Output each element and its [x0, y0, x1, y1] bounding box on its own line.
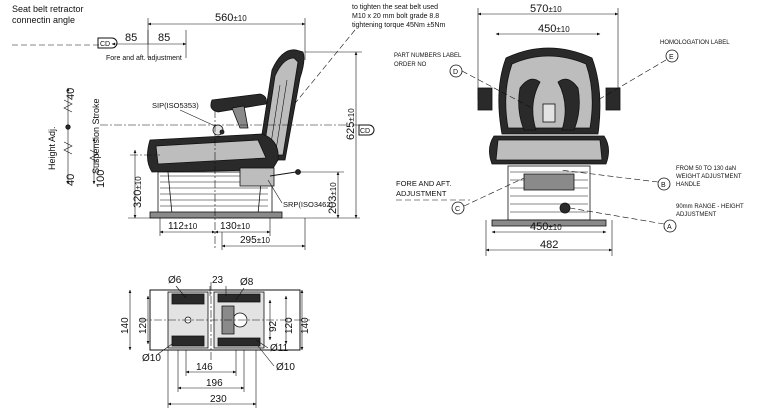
- base-mid-value: 130±10: [220, 221, 251, 232]
- depth-right-outer-value: 140: [300, 317, 311, 334]
- width-146-value: 146: [196, 362, 213, 373]
- depth-outer-value: 140: [120, 317, 131, 334]
- suspension-break: [89, 149, 99, 163]
- height-adj-bottom-value: 40: [65, 174, 77, 186]
- belt-note-line1: to tighten the seat belt used: [352, 4, 438, 11]
- slot-label: 23: [212, 275, 224, 286]
- cd-tag-left-text: CD: [100, 41, 110, 48]
- belt-note-line3: tightening torque 45Nm ±5Nm: [352, 22, 446, 29]
- srp-height-value: 203±10: [327, 182, 339, 214]
- callout-b-text3: HANDLE: [676, 182, 700, 188]
- hole-10b-leader: [257, 345, 275, 367]
- left-armrest: [477, 87, 493, 111]
- hole-small-leader: [175, 285, 187, 299]
- height-adj-break: [63, 99, 73, 155]
- cd-tag-right-text: CD: [360, 128, 370, 135]
- seat-backrest: [257, 49, 305, 161]
- callout-a-text1: 90mm RANGE - HEIGHT: [676, 204, 744, 210]
- base-plan-view: Ø6 23 Ø8 140 120 92 120 140 Ø10 Ø11 Ø10 …: [120, 275, 311, 408]
- seat-height-value: 320±10: [132, 176, 144, 208]
- cd-left-value: 85: [125, 32, 137, 44]
- right-armrest: [605, 87, 621, 111]
- total-width-value: 482: [540, 239, 558, 251]
- height-adj-center: [65, 124, 71, 130]
- callout-a-text2: ADJUSTMENT: [676, 212, 717, 218]
- callout-e-text1: HOMOLOGATION LABEL: [660, 40, 730, 46]
- sip-leader: [179, 109, 216, 127]
- callout-c-letter: C: [455, 206, 460, 213]
- callout-a-letter: A: [667, 224, 672, 231]
- callout-a: 90mm RANGE - HEIGHT ADJUSTMENT A: [569, 204, 744, 233]
- suspension-label: Suspension Stroke: [91, 98, 101, 174]
- front-view: 570±10 450±10 450±10: [394, 3, 744, 256]
- overall-length-value: 560±10: [215, 12, 247, 24]
- hole-mid-label: Ø8: [240, 277, 254, 288]
- suspension-value: 100: [95, 170, 107, 188]
- base-width-value: 450±10: [530, 221, 562, 233]
- hole-11-label: Ø11: [270, 343, 289, 354]
- callout-b-letter: B: [661, 182, 666, 189]
- callout-e: HOMOLOGATION LABEL E: [597, 40, 730, 101]
- callout-d-text2: ORDER NO: [394, 62, 427, 68]
- side-view: Seat belt retractor connectin angle CD 8…: [12, 4, 446, 250]
- callout-b-text1: FROM 50 TO 130 daN: [676, 166, 736, 172]
- depth-right-inner-value: 92: [268, 320, 279, 332]
- fore-aft-label: Fore and aft. adjustment: [106, 55, 182, 62]
- hole-11-leader: [255, 339, 269, 349]
- sip-label: SIP(ISO5353): [152, 101, 199, 110]
- callout-b: FROM 50 TO 130 daN WEIGHT ADJUSTMENT HAN…: [559, 166, 742, 191]
- cd-tag-left: CD: [97, 37, 118, 49]
- belt-note-line2: M10 x 20 mm bolt grade 8.8: [352, 13, 439, 20]
- base-length-value: 295±10: [240, 235, 271, 246]
- srp-leader: [267, 179, 283, 204]
- hole-big-label: Ø10: [142, 353, 161, 364]
- hole-10b-label: Ø10: [276, 362, 295, 373]
- callout-c-text2: ADJUSTMENT: [396, 189, 447, 198]
- height-adj-label: Height Adj.: [47, 126, 57, 170]
- front-cushion: [489, 135, 609, 165]
- weight-handle: [269, 171, 297, 177]
- srp-label: SRP(ISO3462): [283, 200, 334, 209]
- total-height-value: 625±10: [345, 108, 357, 140]
- back-width-value: 450±10: [538, 23, 570, 35]
- cd-tag-right: CD: [358, 124, 375, 136]
- overall-width-value: 570±10: [530, 3, 562, 15]
- hole-mid-leader: [235, 287, 245, 301]
- depth-inner-value: 120: [138, 317, 149, 334]
- callout-b-text2: WEIGHT ADJUSTMENT: [676, 174, 742, 180]
- callout-c: FORE AND AFT. ADJUSTMENT C: [396, 177, 525, 215]
- armrest: [210, 93, 267, 129]
- callout-d-letter: D: [453, 69, 458, 76]
- depth-right-mid-value: 120: [284, 317, 295, 334]
- callout-c-text1: FORE AND AFT.: [396, 179, 451, 188]
- cd-right-value: 85: [158, 32, 170, 44]
- width-230-value: 230: [210, 394, 227, 405]
- base-offset-value: 112±10: [168, 221, 198, 232]
- seat-cushion: [147, 124, 279, 173]
- retractor-label-line2: connectin angle: [12, 15, 75, 25]
- hole-small-label: Ø6: [168, 275, 182, 286]
- width-196-value: 196: [206, 378, 223, 389]
- retractor-label-line1: Seat belt retractor: [12, 4, 84, 14]
- hole-big-leader: [157, 343, 173, 355]
- callout-d-text1: PART NUMBERS LABEL: [394, 53, 462, 59]
- front-suspension: [491, 165, 607, 227]
- callout-d: PART NUMBERS LABEL ORDER NO D: [394, 53, 533, 109]
- height-adj-top-value: 40: [65, 88, 77, 100]
- suspension-bellows: [149, 167, 283, 219]
- front-backrest: [498, 47, 601, 135]
- callout-e-letter: E: [669, 54, 674, 61]
